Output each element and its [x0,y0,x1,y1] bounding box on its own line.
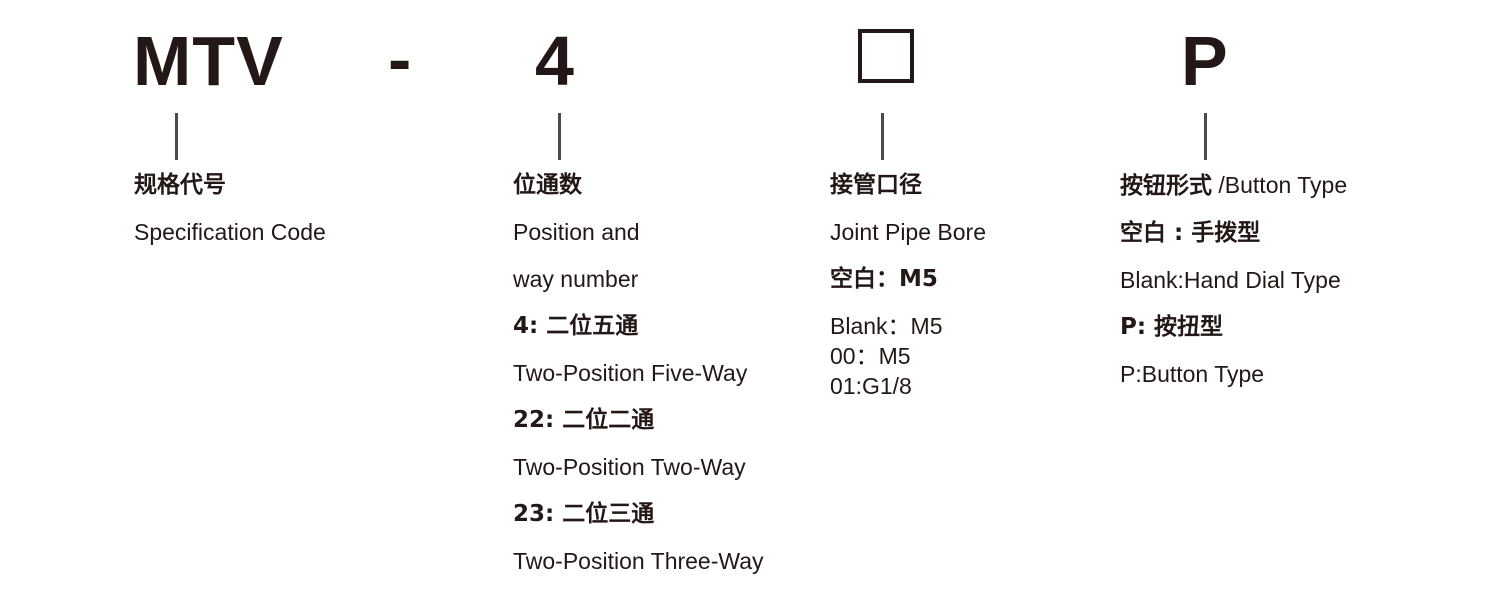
spec-desc: Specification Code [134,219,326,245]
position-title: 位通数 [513,172,582,198]
button-title-en: /Button Type [1212,172,1348,198]
spec-column: 规格代号 Specification Code [134,170,326,264]
bore-desc: Joint Pipe Bore [830,219,986,245]
position-option-code: 22: 二位二通 [513,407,655,433]
button-option-en: Blank:Hand Dial Type [1120,267,1341,293]
bore-option: 00：M5 [830,343,911,369]
connector-tick-position [558,113,561,160]
position-column: 位通数 Position and way number 4: 二位五通 Two-… [513,170,764,593]
code-series: MTV [133,22,284,100]
button-title: 按钮形式 /Button Type [1120,170,1347,201]
connector-tick-bore [881,113,884,160]
connector-tick-button [1204,113,1207,160]
bore-default-cn: 空白：M5 [830,266,938,292]
button-title-cn: 按钮形式 [1120,173,1212,199]
spec-title: 规格代号 [134,172,226,198]
bore-column: 接管口径 Joint Pipe Bore 空白：M5 Blank：M5 00：M… [830,170,986,401]
position-option-code: 4: 二位五通 [513,313,639,339]
position-option-en: Two-Position Three-Way [513,548,764,574]
code-bore-placeholder-box [858,29,914,83]
code-position: 4 [535,22,575,100]
button-option-en: P:Button Type [1120,361,1265,387]
button-option-cn: 空白 : 手拨型 [1120,220,1261,246]
position-option-en: Two-Position Two-Way [513,454,746,480]
bore-option: 01:G1/8 [830,373,912,399]
bore-title: 接管口径 [830,172,922,198]
connector-tick-spec [175,113,178,160]
position-desc-line1: Position and [513,219,640,245]
position-desc-line2: way number [513,266,639,292]
button-option-cn: P: 按扭型 [1120,314,1224,340]
button-column: 按钮形式 /Button Type 空白 : 手拨型 Blank:Hand Di… [1120,170,1347,406]
code-dash: - [388,20,413,98]
position-option-en: Two-Position Five-Way [513,360,748,386]
code-button: P [1181,22,1229,100]
position-option-code: 23: 二位三通 [513,501,655,527]
bore-option: Blank：M5 [830,313,943,339]
